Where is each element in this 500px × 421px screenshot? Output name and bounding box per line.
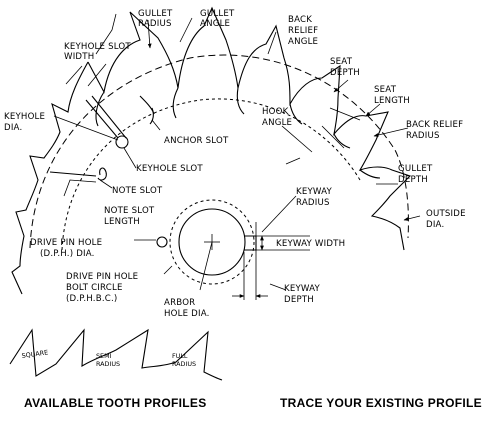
label-back-relief-radius-1: BACK RELIEF [406,120,463,130]
label-seat-length-1: SEAT [374,85,397,95]
labels: GULLET RADIUS GULLET ANGLE BACK RELIEF A… [4,9,466,319]
arbor-hole [156,199,310,300]
label-keyhole-dia-1: KEYHOLE [4,112,45,122]
label-arbor-hole-dia-1: ARBOR [164,298,195,308]
profile-full-label-2: RADIUS [172,360,196,368]
drive-pin-hole [156,236,168,248]
label-gullet-angle-2: ANGLE [200,19,230,29]
label-drive-pin-hole-dia-2: (D.P.H.) DIA. [40,249,95,259]
label-hook-angle-1: HOOK [262,107,289,117]
label-keyway-depth-1: KEYWAY [284,284,321,294]
label-note-slot-length-2: LENGTH [104,217,140,227]
label-seat-depth-2: DEPTH [330,68,360,78]
label-hook-angle-2: ANGLE [262,118,292,128]
label-back-relief-radius-2: RADIUS [406,131,440,141]
slots [49,95,155,181]
label-back-relief-angle-3: ANGLE [288,37,318,47]
profile-square-label: SQUARE [21,348,48,360]
caption-available-tooth-profiles: AVAILABLE TOOTH PROFILES [24,396,207,410]
label-anchor-slot: ANCHOR SLOT [164,136,229,146]
label-seat-length-2: LENGTH [374,96,410,106]
label-arbor-hole-dia-2: HOLE DIA. [164,309,210,319]
caption-trace-your-existing-profile: TRACE YOUR EXISTING PROFILE [280,396,482,410]
captions: AVAILABLE TOOTH PROFILES TRACE YOUR EXIS… [24,396,482,410]
label-keyway-width: KEYWAY WIDTH [276,239,345,249]
label-dphbc-2: BOLT CIRCLE [66,283,123,293]
label-gullet-depth-2: DEPTH [398,175,428,185]
drive-pin-bolt-circle [169,199,255,285]
profile-semi-label-1: SEMI [96,352,112,360]
arbor-hole-circle [178,208,246,276]
label-note-slot-length-1: NOTE SLOT [104,206,155,216]
label-keyway-radius-2: RADIUS [296,198,330,208]
profile-semi-label-2: RADIUS [96,360,120,368]
label-gullet-radius-2: RADIUS [138,19,172,29]
label-outside-dia-2: DIA. [426,220,444,230]
label-dphbc-1: DRIVE PIN HOLE [66,272,138,282]
label-note-slot: NOTE SLOT [112,186,163,196]
tooth-profile-outline [9,328,223,381]
label-back-relief-angle-2: RELIEF [288,26,318,36]
label-gullet-depth-1: GULLET [398,164,433,174]
label-keyhole-slot-width-1: KEYHOLE SLOT [64,42,131,52]
label-gullet-radius-1: GULLET [138,9,173,19]
label-keyhole-slot: KEYHOLE SLOT [136,164,203,174]
profile-full-label-1: FULL [172,352,188,360]
label-gullet-angle-1: GULLET [200,9,235,19]
label-outside-dia-1: OUTSIDE [426,209,466,219]
label-seat-depth-1: SEAT [330,57,353,67]
saw-blade-outline [11,6,412,295]
label-back-relief-angle-1: BACK [288,15,312,25]
label-keyhole-slot-width-2: WIDTH [64,52,94,62]
label-keyway-radius-1: KEYWAY [296,187,333,197]
label-keyway-depth-2: DEPTH [284,295,314,305]
label-drive-pin-hole-dia-1: DRIVE PIN HOLE [30,238,102,248]
tooth-profiles: SQUARE SEMI RADIUS FULL RADIUS [9,328,223,381]
leader-lines [53,13,421,291]
keyhole-circle [115,135,129,149]
label-keyhole-dia-2: DIA. [4,123,22,133]
label-dphbc-3: (D.P.H.B.C.) [66,294,117,304]
